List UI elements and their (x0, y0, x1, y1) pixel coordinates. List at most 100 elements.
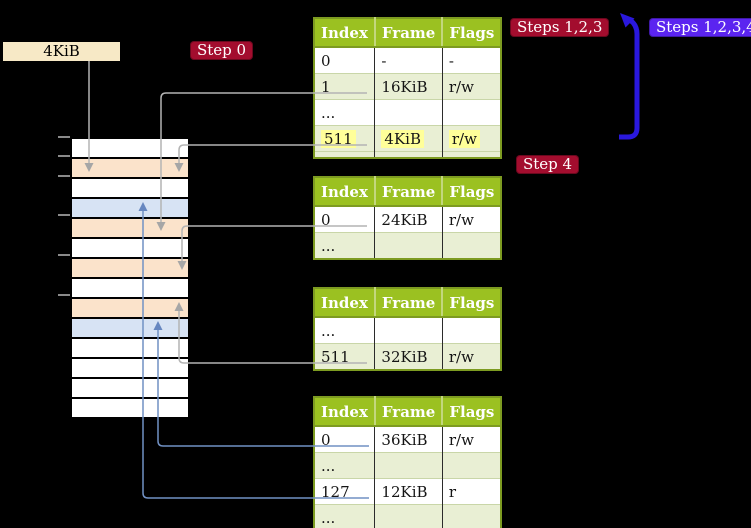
cell-index: 0 (314, 205, 376, 233)
cell-flags (442, 232, 502, 259)
memory-row-free (72, 139, 188, 159)
column-header-index: Index (314, 177, 376, 207)
cell-frame: 32KiB (374, 343, 443, 370)
memory-row-page-table (72, 299, 188, 319)
cell-flags (442, 452, 502, 479)
cell-flags: r/w (442, 73, 502, 100)
cell-flags: r (442, 478, 502, 505)
tick-mark (58, 175, 70, 177)
cell-flags (442, 99, 502, 126)
cell-flags: r/w (442, 205, 502, 233)
highlighted-value: r/w (448, 129, 480, 148)
cell-frame (374, 504, 443, 528)
column-header-flags: Flags (442, 177, 502, 207)
memory-row-mapped-page (72, 319, 188, 339)
cell-frame (374, 316, 443, 344)
loop-arrowhead (620, 13, 635, 28)
memory-row-free (72, 399, 188, 417)
memory-row-free (72, 359, 188, 379)
memory-row-free (72, 279, 188, 299)
page-size-label: 4KiB (3, 42, 120, 61)
tick-mark (58, 294, 70, 296)
cell-index (314, 151, 376, 158)
cell-index: 127 (314, 478, 376, 505)
cell-frame (374, 452, 443, 479)
cell-index: 0 (314, 46, 376, 74)
page-size-text: 4KiB (43, 42, 80, 60)
column-header-index: Index (314, 397, 376, 427)
memory-row-free (72, 239, 188, 259)
cell-flags: r/w (442, 125, 502, 152)
cell-flags: r/w (442, 343, 502, 370)
cell-index: ... (314, 316, 376, 344)
cell-frame: 4KiB (374, 125, 443, 152)
cell-index: ... (314, 452, 376, 479)
column-header-flags: Flags (442, 18, 502, 48)
cell-frame: 16KiB (374, 73, 443, 100)
memory-row-free (72, 379, 188, 399)
table-row: ... (314, 232, 502, 259)
column-header-index: Index (314, 288, 376, 318)
tick-mark (58, 155, 70, 157)
column-header-frame: Frame (374, 177, 444, 207)
cell-frame: 12KiB (374, 478, 443, 505)
step0-badge: Step 0 (190, 41, 254, 60)
cell-index: 0 (314, 425, 376, 453)
cell-flags (442, 151, 502, 158)
cell-frame: 24KiB (374, 205, 443, 233)
memory-row-page-table (72, 259, 188, 279)
column-header-frame: Frame (374, 288, 444, 318)
table-row (314, 151, 502, 158)
table-row: ... (314, 504, 502, 528)
cell-frame (374, 151, 443, 158)
step4-badge: Step 4 (516, 155, 580, 174)
connector-line (619, 17, 640, 140)
column-header-frame: Frame (374, 18, 444, 48)
table-row: 0-- (314, 46, 502, 74)
memory-row-free (72, 179, 188, 199)
table-row: ... (314, 99, 502, 126)
cell-index: ... (314, 232, 376, 259)
cell-index: 1 (314, 73, 376, 100)
cell-frame (374, 99, 443, 126)
memory-row-mapped-page (72, 199, 188, 219)
cell-frame (374, 232, 443, 259)
highlighted-value: 4KiB (381, 129, 424, 148)
column-header-flags: Flags (442, 288, 502, 318)
memory-strip (70, 137, 190, 419)
column-header-index: Index (314, 18, 376, 48)
column-header-flags: Flags (442, 397, 502, 427)
cell-flags (442, 316, 502, 344)
cell-flags: r/w (442, 425, 502, 453)
steps-123-badge: Steps 1,2,3 (510, 18, 610, 37)
cell-flags: - (442, 46, 502, 74)
cell-index: ... (314, 504, 376, 528)
table-row: ... (314, 452, 502, 479)
column-header-frame: Frame (374, 397, 444, 427)
cell-index: ... (314, 99, 376, 126)
memory-row-free (72, 339, 188, 359)
cell-frame: - (374, 46, 443, 74)
tick-mark (58, 254, 70, 256)
steps-1234-badge: Steps 1,2,3,4 (649, 18, 751, 37)
table-row: ... (314, 316, 502, 344)
memory-row-page-table (72, 219, 188, 239)
highlighted-value: 511 (321, 129, 356, 148)
cell-frame: 36KiB (374, 425, 443, 453)
memory-row-page-table (72, 159, 188, 179)
tick-mark (58, 214, 70, 216)
cell-index: 511 (314, 125, 376, 152)
tick-mark (58, 136, 70, 138)
cell-flags (442, 504, 502, 528)
table-row: 511 4KiB r/w (314, 125, 502, 152)
